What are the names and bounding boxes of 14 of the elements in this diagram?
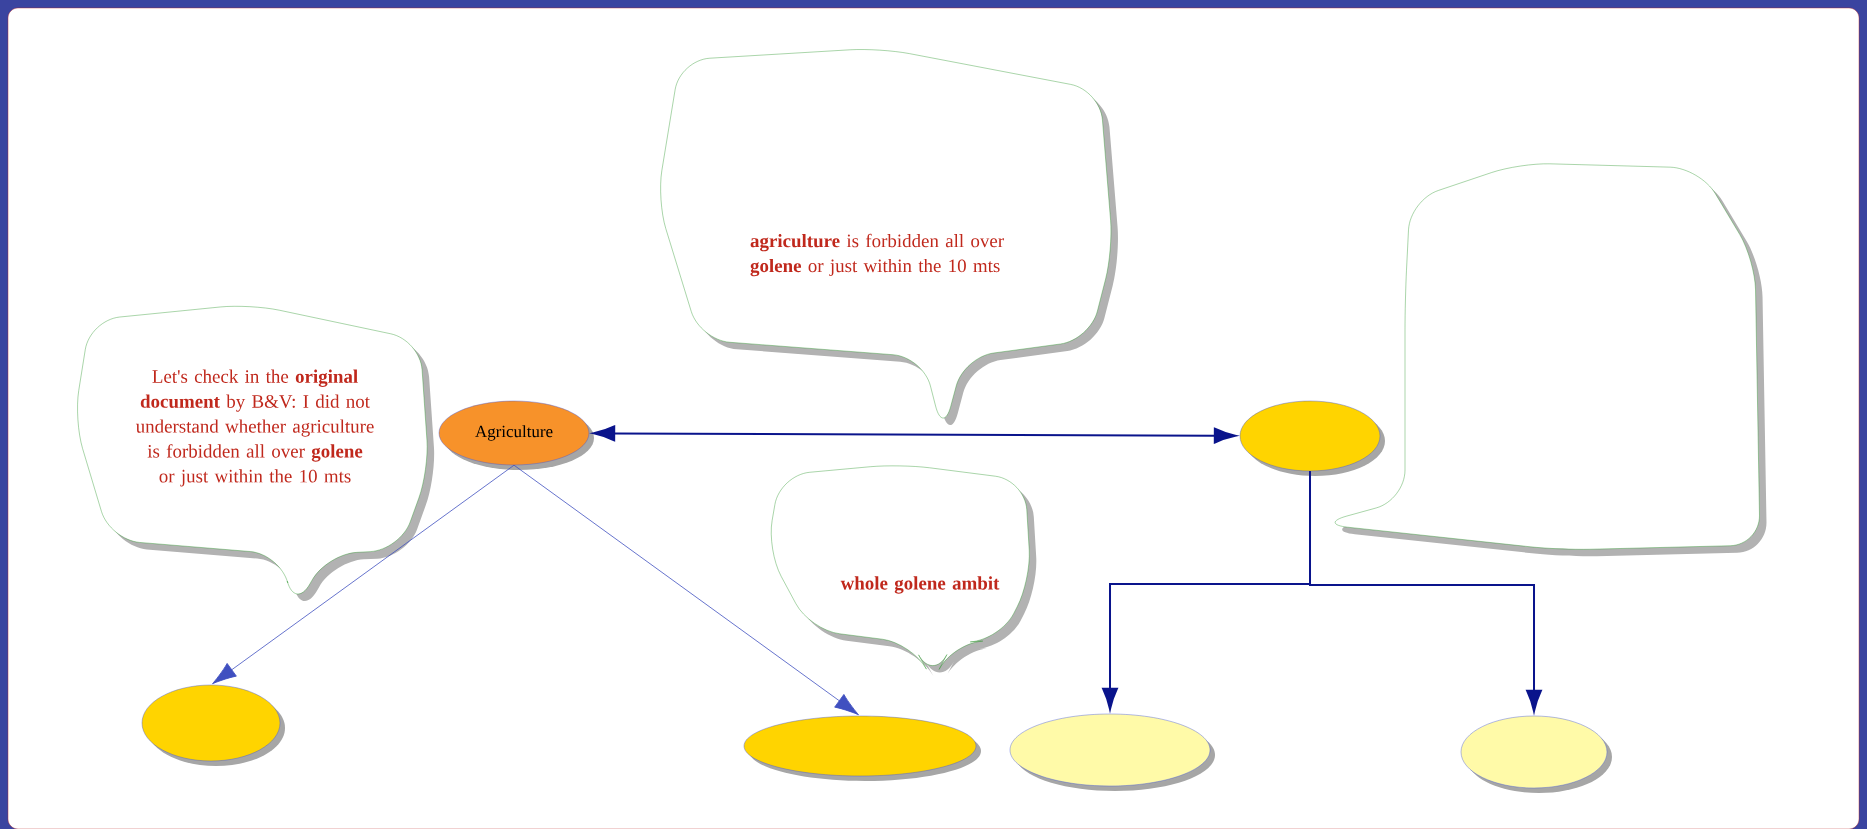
arrow	[592, 425, 1237, 444]
arrow	[513, 464, 859, 716]
ellipse-node	[1460, 715, 1612, 793]
arrow	[212, 464, 515, 685]
arrow	[1309, 470, 1542, 713]
ellipse-node	[141, 684, 285, 766]
speech-bubble: Let's check in the original document by B&V: I did not understand whether agriculture is forbidden all over golene or just within the 10 mts	[77, 306, 435, 601]
ellipse-node	[1239, 400, 1385, 476]
ellipse-node: Agriculture	[438, 400, 594, 470]
speech-bubble: whole golene ambit	[771, 465, 1037, 677]
speech-bubble: agriculture is forbidden all over golene or just within the 10 mts	[660, 49, 1118, 426]
speech-bubble	[1334, 163, 1767, 557]
ellipse-node	[743, 715, 981, 781]
ellipse-node	[1009, 713, 1215, 791]
